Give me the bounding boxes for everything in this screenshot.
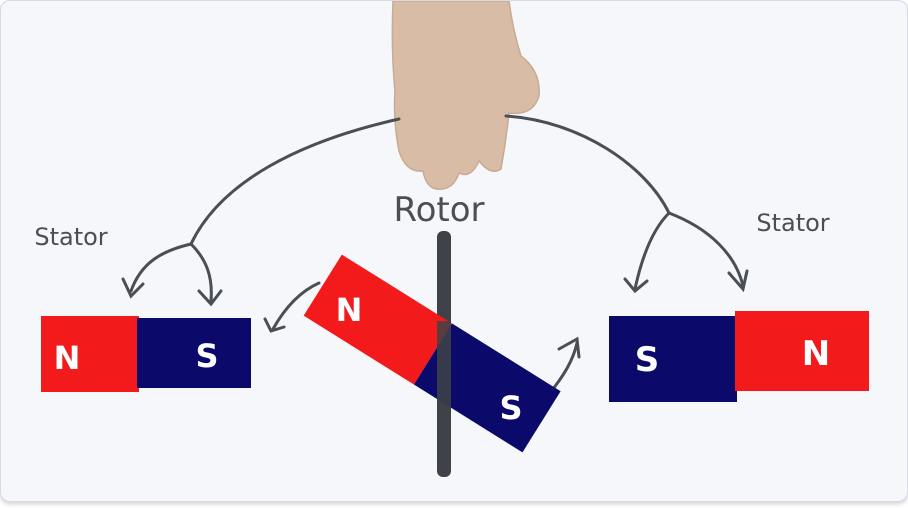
rotor-n-label: N xyxy=(336,291,363,329)
left-connector-line xyxy=(189,117,401,246)
stator-right-north-pole xyxy=(735,311,869,391)
stator-left-magnet: N S xyxy=(41,316,251,392)
rotor-axle-front xyxy=(437,321,451,411)
stator-right-s-label: S xyxy=(635,340,660,380)
right-connector-line xyxy=(504,114,671,215)
connector-lines xyxy=(121,114,749,391)
right-branch-n xyxy=(667,211,745,288)
rotation-arrow-left xyxy=(271,281,321,331)
rotation-arrow-right xyxy=(551,341,579,391)
rotor-label: Rotor xyxy=(393,190,484,230)
arrowhead-right-s xyxy=(623,277,649,294)
left-branch-n xyxy=(129,242,193,293)
right-branch-s xyxy=(633,211,671,291)
rotation-arrowhead-left xyxy=(263,317,286,333)
hand-illustration xyxy=(391,1,540,190)
arrowhead-left-n xyxy=(121,277,145,299)
rotation-arrowhead-right xyxy=(557,336,581,359)
stator-left-north-pole xyxy=(41,316,139,392)
stator-left-s-label: S xyxy=(195,337,218,375)
rotor-north-pole xyxy=(303,254,453,385)
rotor-s-label: S xyxy=(499,389,522,427)
arrowhead-right-n xyxy=(727,269,749,293)
stator-right-label: Stator xyxy=(756,209,829,237)
stator-left-n-label: N xyxy=(54,339,81,377)
arrowhead-left-s xyxy=(197,289,223,307)
stator-left-south-pole xyxy=(137,318,251,388)
left-branch-s xyxy=(189,242,213,303)
stator-right-south-pole xyxy=(609,316,737,402)
stator-right-magnet: S N xyxy=(609,311,869,402)
stator-left-label: Stator xyxy=(34,223,107,251)
stator-right-n-label: N xyxy=(802,334,830,374)
